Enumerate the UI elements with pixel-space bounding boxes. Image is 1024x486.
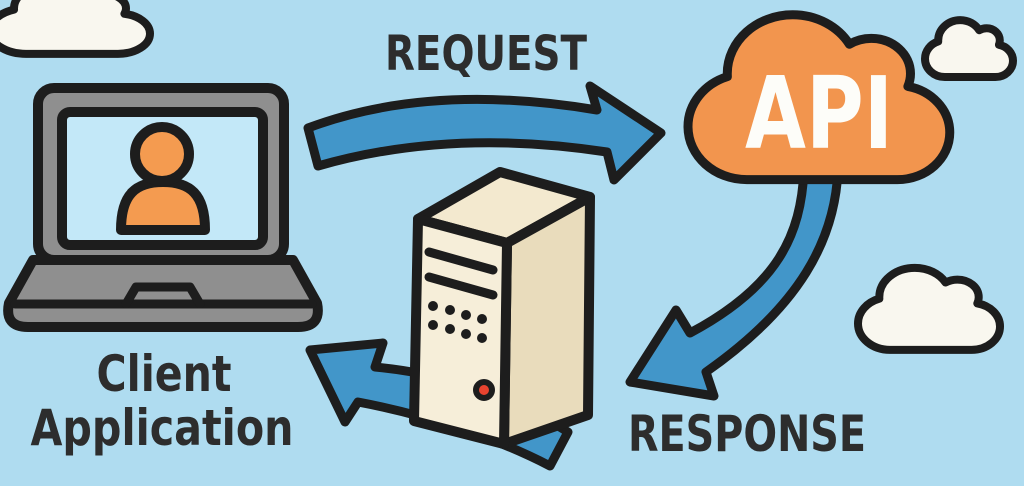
- server-power-led: [473, 379, 495, 401]
- server-side-face: [499, 192, 595, 449]
- api-cloud-icon: [688, 15, 950, 180]
- response-arrow: [625, 165, 843, 401]
- server-tower-icon: [409, 167, 595, 449]
- client-label-line2: Application: [31, 399, 294, 457]
- laptop-user-icon: [3, 83, 323, 332]
- cloud-top-right-icon: [925, 20, 1013, 77]
- server-vent-slots: [424, 247, 498, 300]
- client-label-line1: Client: [97, 345, 232, 403]
- laptop-base: [3, 255, 323, 332]
- cloud-right-middle-icon: [858, 268, 1000, 350]
- request-arrow: [303, 81, 666, 185]
- request-label: REQUEST: [385, 26, 587, 82]
- api-label: API: [745, 55, 893, 172]
- user-icon: [116, 122, 210, 235]
- cloud-top-left-icon: [0, 0, 150, 54]
- client-application-label: Client Application: [31, 345, 294, 457]
- laptop-touchpad-notch: [121, 282, 205, 309]
- response-label: RESPONSE: [628, 405, 866, 463]
- server-speaker-dots: [428, 301, 487, 343]
